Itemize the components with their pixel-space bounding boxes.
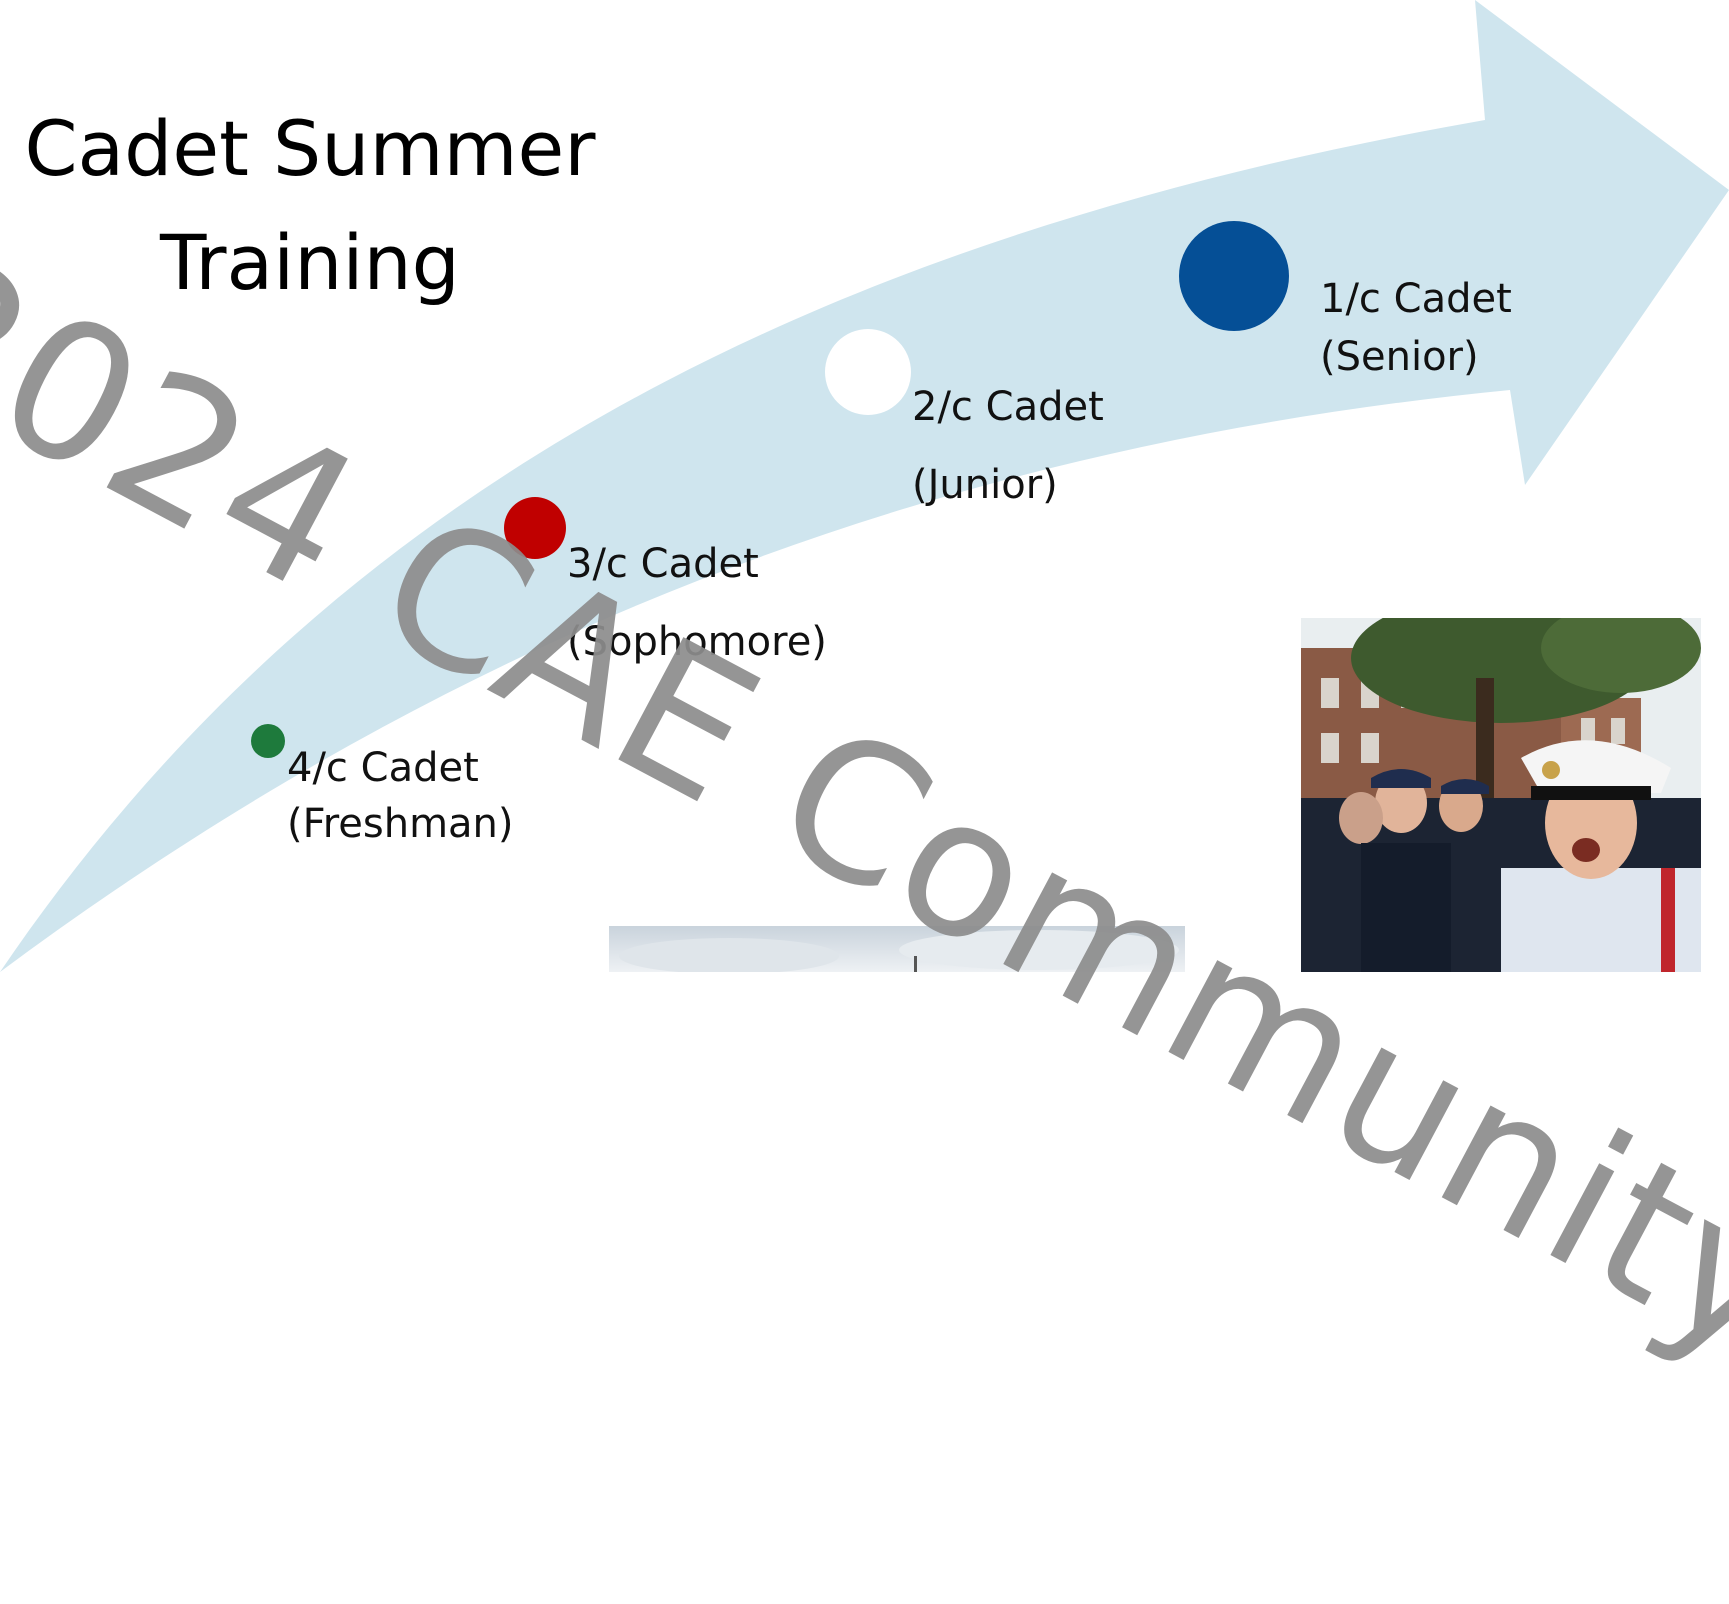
photo-icon	[609, 926, 1185, 972]
progression-arrow	[0, 0, 1729, 972]
freshman-dot	[251, 724, 285, 758]
title-line-1: Cadet Summer	[24, 104, 596, 193]
title-line-2: Training	[160, 218, 460, 307]
stage-class: 4/c Cadet	[287, 745, 479, 791]
sophomore-dot	[504, 497, 566, 559]
junior-dot	[825, 329, 911, 415]
stage-label-sophomore: 3/c Cadet (Sophomore)	[567, 525, 827, 681]
stage-label-senior: 1/c Cadet (Senior)	[1320, 270, 1512, 386]
senior-dot	[1179, 221, 1289, 331]
stage-year: (Freshman)	[287, 801, 514, 847]
stage-year: (Senior)	[1320, 334, 1479, 380]
stage-label-junior: 2/c Cadet (Junior)	[912, 368, 1104, 524]
stage-year: (Junior)	[912, 462, 1058, 508]
photo-icon	[1301, 618, 1701, 972]
stage-class: 1/c Cadet	[1320, 276, 1512, 322]
stage-class: 2/c Cadet	[912, 384, 1104, 430]
page-title: Cadet Summer Training	[0, 92, 620, 320]
sky-photo	[609, 926, 1185, 972]
stage-year: (Sophomore)	[567, 619, 827, 665]
stage-label-freshman: 4/c Cadet (Freshman)	[287, 740, 514, 852]
arrow-shape	[0, 0, 1729, 972]
cadets-training-photo	[1301, 618, 1701, 972]
stage-class: 3/c Cadet	[567, 541, 759, 587]
